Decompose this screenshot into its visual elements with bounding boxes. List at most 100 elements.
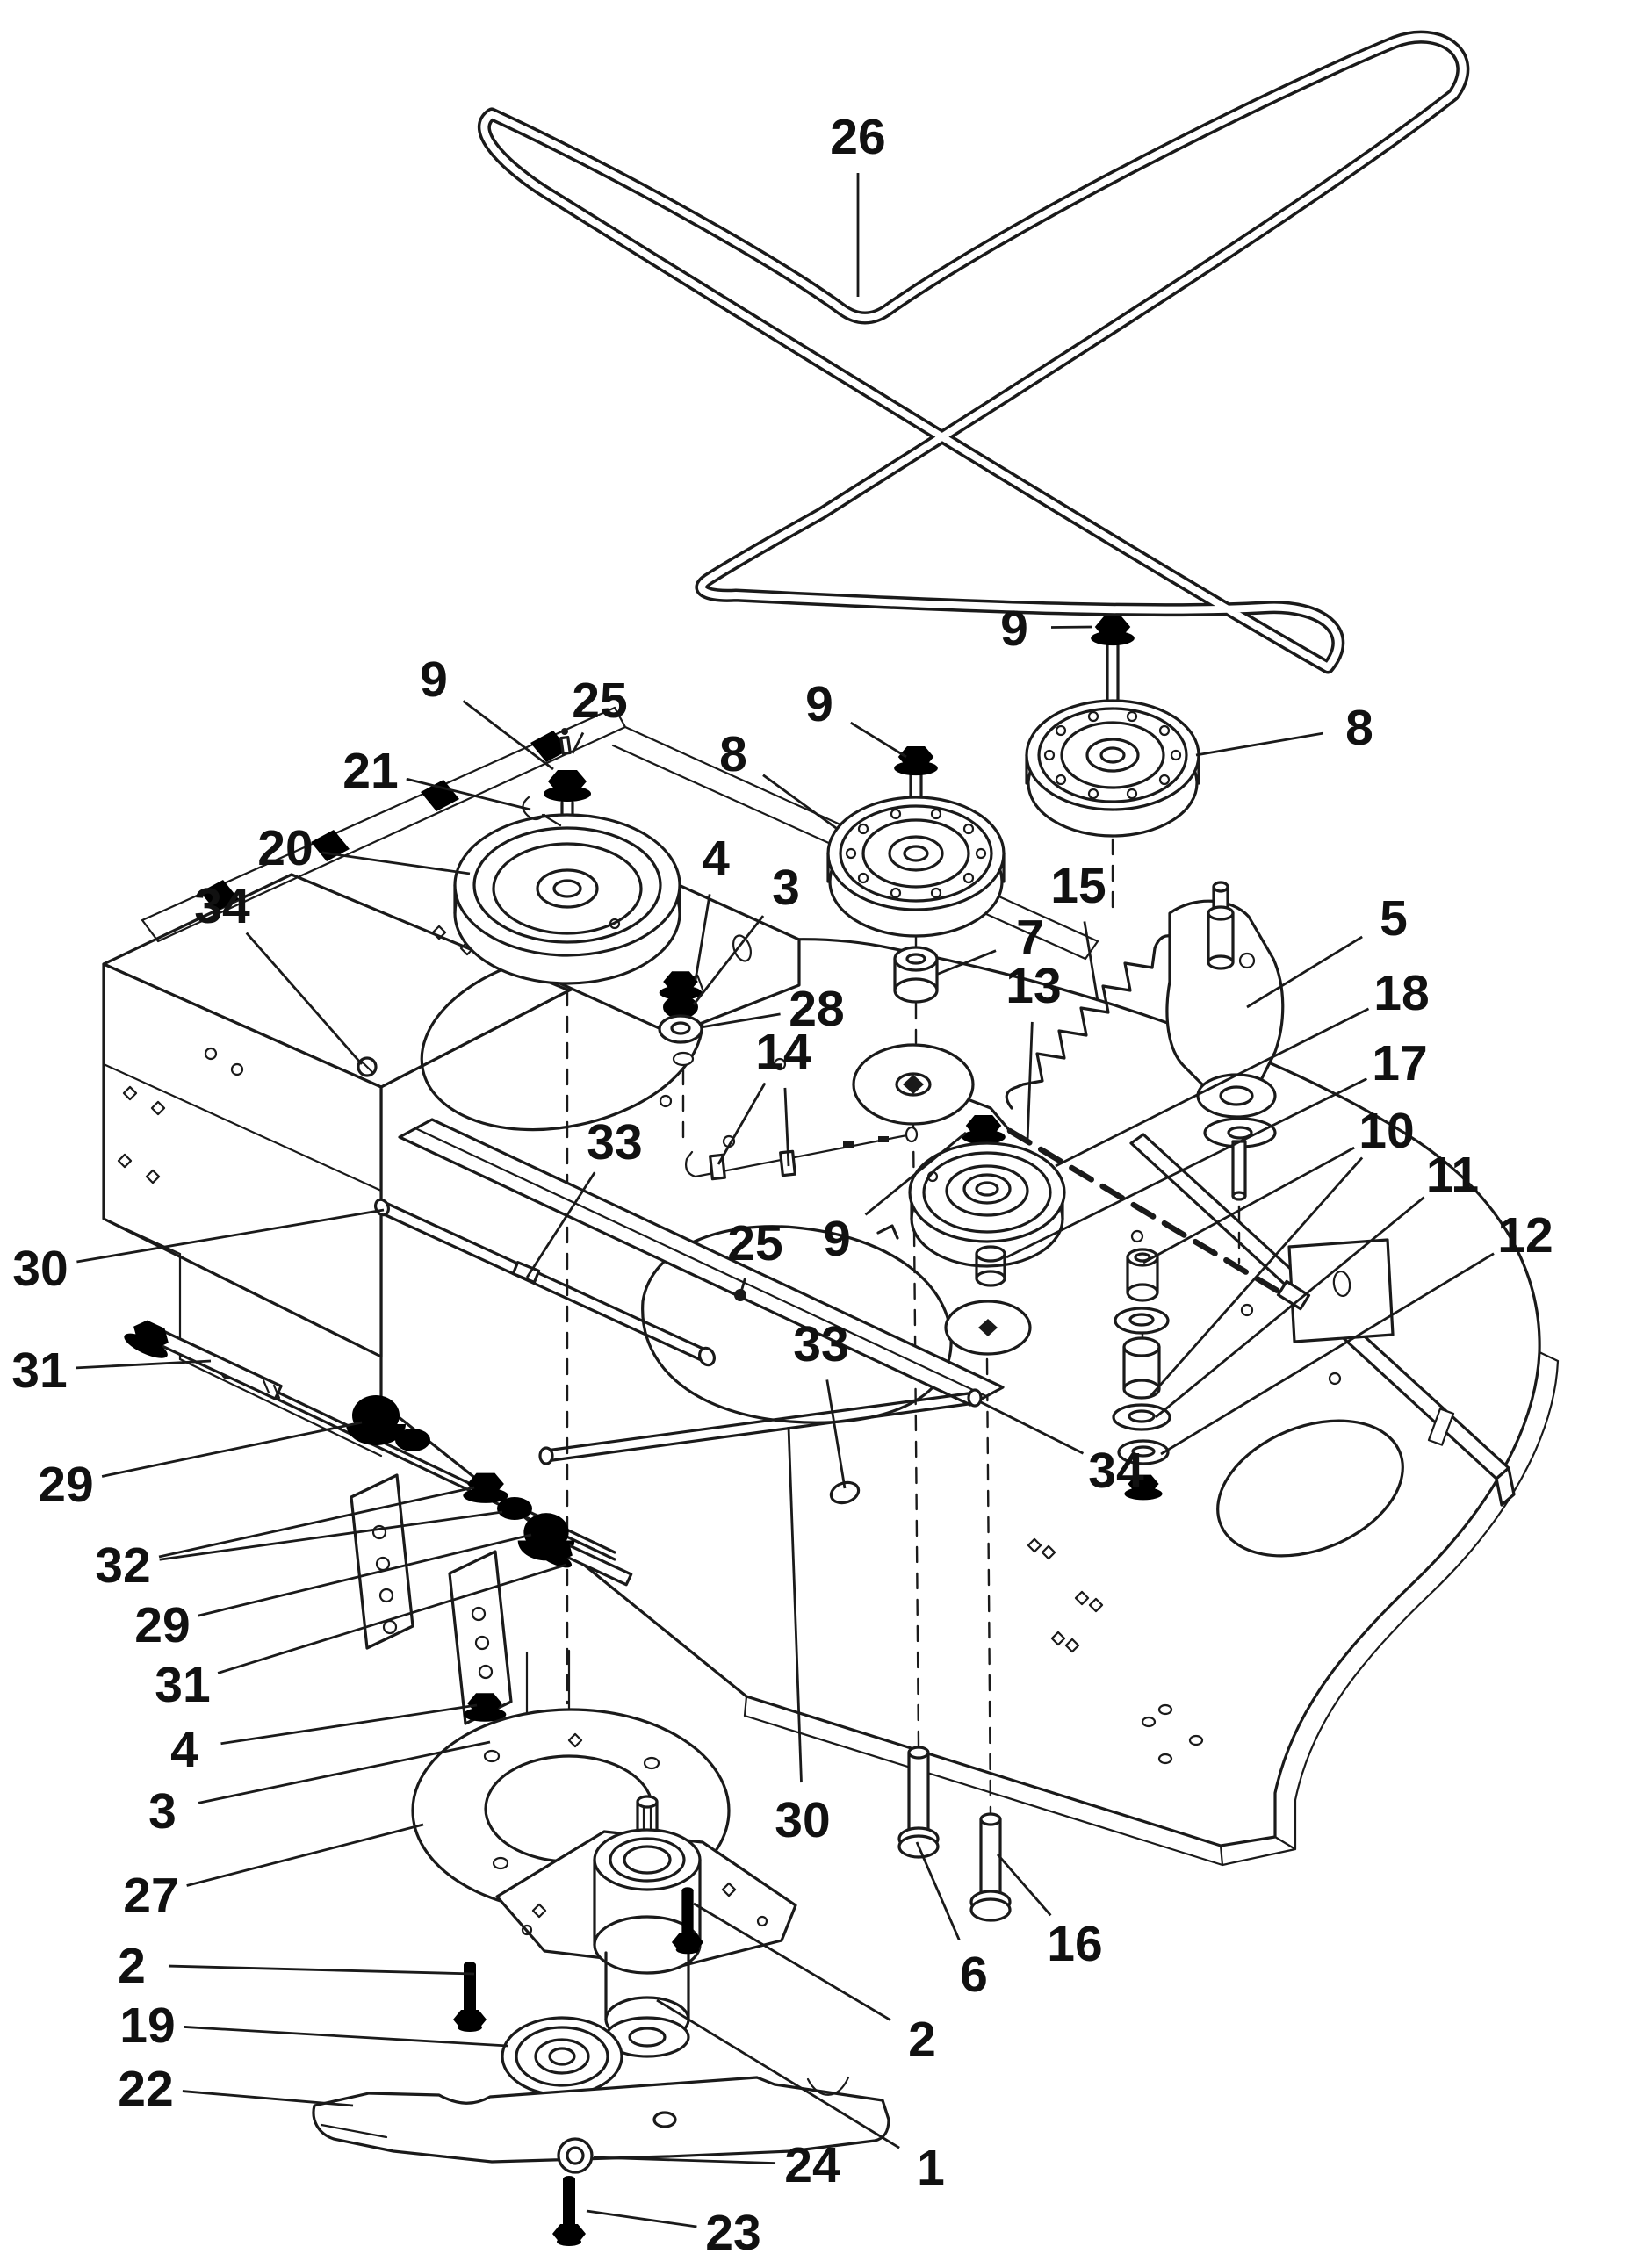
callout-30-text: 30 [775, 1792, 830, 1848]
callout-28-leader [700, 1012, 781, 1029]
callout-20-leader [321, 851, 471, 875]
callout-18-text: 18 [1373, 965, 1429, 1021]
callout-31-text: 31 [155, 1657, 210, 1713]
callout-4-leader [220, 1703, 478, 1746]
spacer-7 [893, 946, 939, 1004]
callout-21-text: 21 [342, 743, 398, 799]
bolt-2-left [453, 1962, 487, 2032]
callout-9-leader [850, 721, 907, 759]
callout-25-leader [571, 731, 585, 754]
spacer-17 [975, 1245, 1006, 1287]
blade-bolt-23 [552, 2176, 586, 2246]
idler-pulley-17 [908, 1115, 1066, 1356]
callout-30-text: 30 [12, 1241, 68, 1297]
callout-8-leader [1195, 731, 1323, 757]
callout-9-text: 9 [420, 652, 448, 708]
callout-8-text: 8 [1345, 700, 1373, 756]
callout-31-leader [217, 1563, 567, 1674]
idler-pulley-8-right [1025, 616, 1200, 838]
spacer-33-a [511, 1261, 541, 1284]
washer-24 [557, 2137, 594, 2174]
callout-19-leader [184, 2026, 508, 2048]
hardware-stack-4-3-28 [658, 971, 703, 1143]
bushing-33-b [829, 1480, 861, 1505]
callout-11-leader [1155, 1196, 1425, 1419]
callout-8-text: 8 [719, 726, 747, 782]
callout-22-leader [182, 2090, 354, 2107]
callout-6-text: 6 [960, 1947, 988, 2003]
callout-13-leader [1026, 1021, 1034, 1142]
nut-9-d [1091, 616, 1135, 646]
callout-34-text: 34 [194, 878, 250, 934]
callout-32-leader [159, 1510, 503, 1561]
callout-25-text: 25 [727, 1215, 782, 1271]
callout-9-text: 9 [805, 676, 833, 732]
callout-15-text: 15 [1050, 858, 1106, 914]
callout-20-text: 20 [257, 820, 313, 876]
callout-2-leader [693, 1902, 891, 2021]
callout-25-leader [739, 1278, 746, 1296]
callout-34-text: 34 [1088, 1443, 1144, 1499]
callout-17-text: 17 [1372, 1035, 1427, 1091]
callout-29-leader [101, 1421, 363, 1478]
diagram-artwork [102, 30, 1560, 2246]
callout-15-leader [1083, 921, 1099, 1002]
idler-washer-disc-2 [944, 1300, 1032, 1356]
right-bracket [1287, 1238, 1395, 1343]
callout-22-text: 22 [118, 2061, 173, 2117]
bushing-stack-10-11-12 [1112, 1248, 1171, 1501]
callout-34-leader [978, 1400, 1085, 1455]
callout-26-text: 26 [830, 109, 885, 165]
retainer-wire-14 [685, 1126, 919, 1181]
callout-24-leader [593, 2156, 776, 2165]
callout-29-text: 29 [134, 1597, 190, 1653]
callout-29-leader [198, 1533, 532, 1617]
callout-33-text: 33 [793, 1316, 848, 1372]
carriage-bolt-6 [897, 1746, 940, 1859]
callout-10-leader [1149, 1156, 1364, 1397]
callout-31-leader [76, 1359, 212, 1370]
idler-washer-disc [852, 1043, 975, 1126]
callout-1-leader [656, 1998, 900, 2149]
callout-7-leader [935, 949, 997, 976]
blade-adapter-19 [501, 2016, 623, 2097]
callout-33-leader [825, 1379, 847, 1489]
callout-2-leader [168, 1964, 475, 1976]
callout-12-text: 12 [1497, 1207, 1553, 1264]
callout-2-text: 2 [118, 1938, 146, 1994]
callout-10-text: 10 [1359, 1103, 1414, 1159]
carriage-bolt-16 [969, 1812, 1012, 1922]
callout-25-text: 25 [572, 673, 627, 729]
callout-18-leader [1055, 1007, 1370, 1168]
lift-rod-a [374, 1198, 716, 1367]
deck-skirt [743, 1350, 1560, 1867]
callout-30-leader [76, 1208, 385, 1264]
mower-blade-22 [312, 2076, 890, 2164]
callout-12-leader [1160, 1252, 1495, 1456]
lift-rod-b [538, 1388, 983, 1465]
drive-belt-26 [478, 30, 1470, 674]
callout-9-leader [864, 1131, 967, 1216]
callout-7-text: 7 [1016, 910, 1044, 966]
callout-23-text: 23 [705, 2205, 760, 2261]
callout-5-leader [1246, 935, 1363, 1009]
callout-29-text: 29 [38, 1457, 93, 1513]
spindle-housing-1 [495, 1828, 797, 2058]
callout-34-leader [245, 932, 364, 1065]
callout-14-leader [783, 1087, 790, 1167]
callout-30-leader [787, 1426, 803, 1783]
callout-1-text: 1 [917, 2140, 945, 2196]
callout-27-leader [186, 1823, 424, 1887]
spindle-assembly [312, 1649, 890, 2246]
callout-8-leader [762, 774, 837, 830]
callout-4-text: 4 [702, 831, 730, 887]
callout-11-text: 11 [1426, 1147, 1479, 1203]
nut-9-a [544, 770, 591, 802]
callout-6-leader [915, 1841, 961, 1941]
idler-pulley-8-left [826, 746, 1006, 1126]
callout-14-leader [717, 1082, 767, 1165]
nut-9-b [894, 746, 938, 776]
